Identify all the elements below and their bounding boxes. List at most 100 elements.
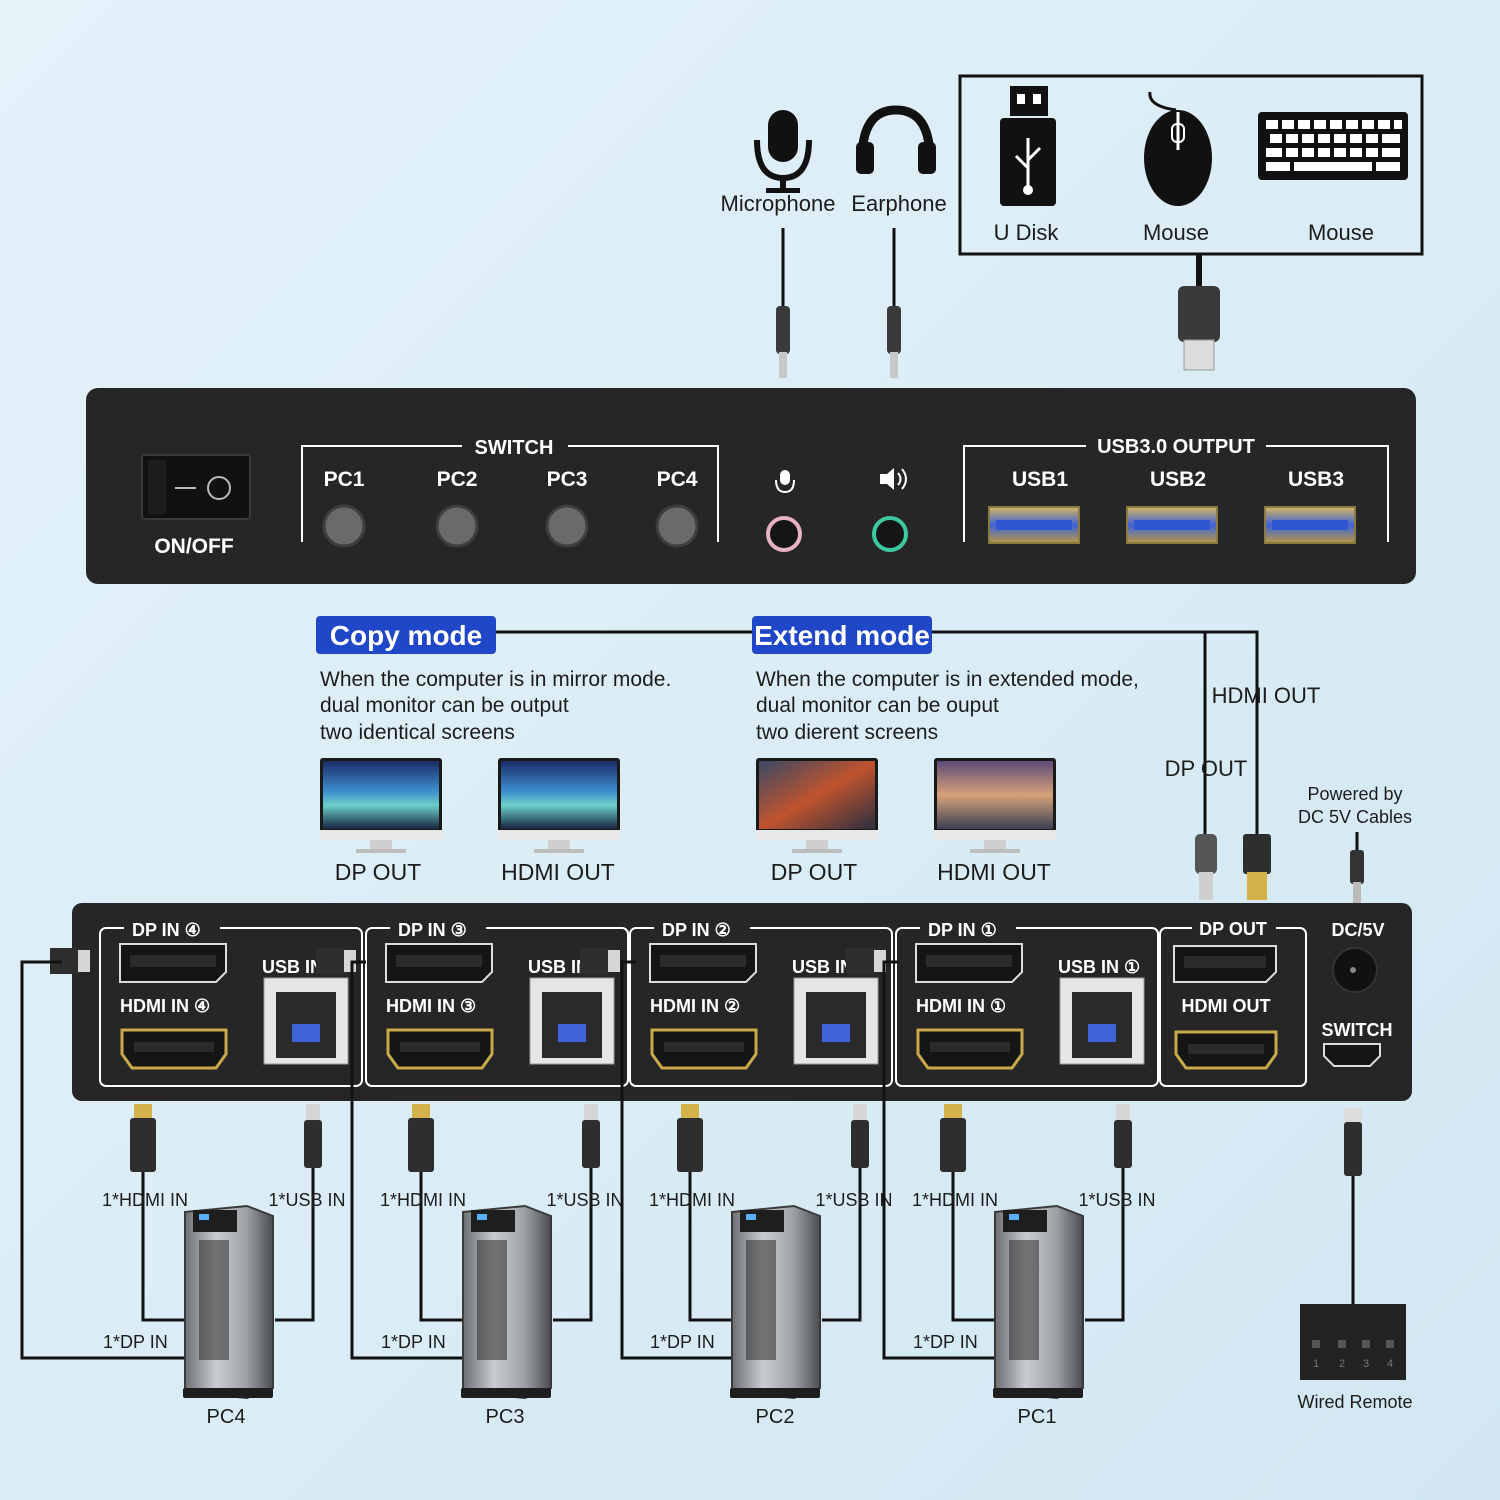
copy-line-3: two identical screens: [320, 721, 515, 744]
remote-port[interactable]: [1323, 1043, 1381, 1067]
extend-line-3: two dierent screens: [756, 721, 938, 744]
hdmi-in-port[interactable]: [120, 1028, 228, 1070]
pc-switch-button[interactable]: [435, 504, 479, 548]
usb-b-port[interactable]: [529, 977, 615, 1065]
pc-switch-label: PC4: [657, 468, 698, 491]
dp-in-port[interactable]: [385, 943, 493, 983]
usb-output-label: USB3: [1288, 468, 1344, 491]
input-group-frame: [895, 927, 1159, 1087]
pc-switch-button[interactable]: [655, 504, 699, 548]
dp-in-port[interactable]: [649, 943, 757, 983]
monitor-chin: [498, 830, 620, 840]
dp-in-cable-label: 1*DP IN: [103, 1332, 168, 1352]
pc-switch-2[interactable]: PC2: [435, 468, 479, 548]
monitor-chin: [320, 830, 442, 840]
dp-out-cable-label: DP OUT: [1165, 756, 1248, 781]
hdmi-in-cable-label: 1*HDMI IN: [380, 1190, 466, 1210]
extend-line-1: When the computer is in extended mode,: [756, 668, 1139, 691]
pc-tower-icon: [461, 1204, 552, 1400]
wired-remote-label: Wired Remote: [1297, 1392, 1412, 1412]
usb-output-3[interactable]: USB3: [1264, 468, 1356, 544]
usb-in-cable-label: 1*USB IN: [1078, 1190, 1155, 1210]
usb-output-ports: USB1 USB2 USB3: [988, 468, 1356, 544]
usb-in-cable-label: 1*USB IN: [815, 1190, 892, 1210]
hdmi-in-port[interactable]: [386, 1028, 494, 1070]
dp-in-slot: [396, 955, 482, 967]
pc-switch-button[interactable]: [322, 504, 366, 548]
usb-hub-cable: [1178, 254, 1220, 371]
pc-switch-button[interactable]: [545, 504, 589, 548]
dp-cable-plug: [316, 948, 346, 974]
power-switch[interactable]: [141, 454, 251, 520]
monitor-label: HDMI OUT: [501, 859, 615, 885]
remote-key-3[interactable]: 3: [1362, 1340, 1370, 1370]
usb-b-tongue: [822, 1024, 850, 1042]
dp-in-port[interactable]: [915, 943, 1023, 983]
tower-base: [730, 1388, 820, 1398]
usb-output-label: USB1: [1012, 468, 1068, 491]
hdmi-out-port[interactable]: [1174, 1030, 1278, 1070]
extend-line-2: dual monitor can be ouput: [756, 694, 999, 717]
dp-in-port[interactable]: [119, 943, 227, 983]
mic-jack[interactable]: [766, 470, 802, 552]
hdmi-in-slot: [400, 1042, 480, 1052]
power-note-line-2: DC 5V Cables: [1298, 807, 1412, 827]
dp-in-label: DP IN ④: [132, 920, 201, 940]
usb-cable: [1085, 1168, 1125, 1322]
tower-front-panel: [193, 1210, 237, 1232]
usb-cable: [553, 1168, 593, 1322]
hdmi-in-port[interactable]: [650, 1028, 758, 1070]
usb-port-tongue: [996, 520, 1072, 530]
dp-in-slot: [130, 955, 216, 967]
pc-switch-1[interactable]: PC1: [322, 468, 366, 548]
dp-cable-plug: [846, 948, 876, 974]
usb-b-tongue: [292, 1024, 320, 1042]
earphone-icon: [856, 105, 936, 174]
dp-out-port[interactable]: [1173, 945, 1277, 983]
remote-key-4[interactable]: 4: [1386, 1340, 1394, 1370]
dp-in-label: DP IN ②: [662, 920, 731, 940]
monitor-screen: [937, 761, 1053, 829]
dp-cable-plug: [580, 948, 610, 974]
usb-cable: [822, 1168, 862, 1322]
extend-mode-badge: [752, 616, 932, 654]
usb-output-label: USB2: [1150, 468, 1206, 491]
hdmi-cable: [141, 1172, 185, 1322]
dc-power-jack[interactable]: [1332, 947, 1378, 993]
remote-key-2[interactable]: 2: [1338, 1340, 1346, 1370]
remote-key-led: [1362, 1340, 1370, 1348]
power-label: ON/OFF: [154, 535, 233, 558]
remote-key-led: [1338, 1340, 1346, 1348]
tower-front-panel: [740, 1210, 784, 1232]
tower-vent: [1009, 1240, 1039, 1360]
pc-switch-3[interactable]: PC3: [545, 468, 589, 548]
dp-cable: [620, 960, 732, 1360]
dp-cable: [350, 960, 463, 1360]
monitor-neck: [370, 840, 392, 850]
pc-switch-4[interactable]: PC4: [655, 468, 699, 548]
tower-display: [746, 1214, 756, 1220]
remote-key-1[interactable]: 1: [1312, 1340, 1320, 1370]
monitor-base: [534, 849, 584, 853]
pc-tower-icon: [730, 1204, 821, 1400]
usb-b-port[interactable]: [793, 977, 879, 1065]
usb-output-title: USB3.0 OUTPUT: [1097, 436, 1255, 458]
usb-b-port[interactable]: [263, 977, 349, 1065]
usb-b-port[interactable]: [1059, 977, 1145, 1065]
speaker-jack[interactable]: [872, 468, 908, 552]
usb-output-1[interactable]: USB1: [988, 468, 1080, 544]
hdmi-in-label: HDMI IN ①: [916, 996, 1006, 1016]
usb-plug-tip: [853, 1104, 867, 1122]
tower-vent: [477, 1240, 507, 1360]
tower-display: [1009, 1214, 1019, 1220]
earphone-label: Earphone: [851, 191, 946, 216]
monitor-neck: [548, 840, 570, 850]
hdmi-in-port[interactable]: [916, 1028, 1024, 1070]
usb-output-2[interactable]: USB2: [1126, 468, 1218, 544]
dp-cable: [20, 960, 185, 1360]
